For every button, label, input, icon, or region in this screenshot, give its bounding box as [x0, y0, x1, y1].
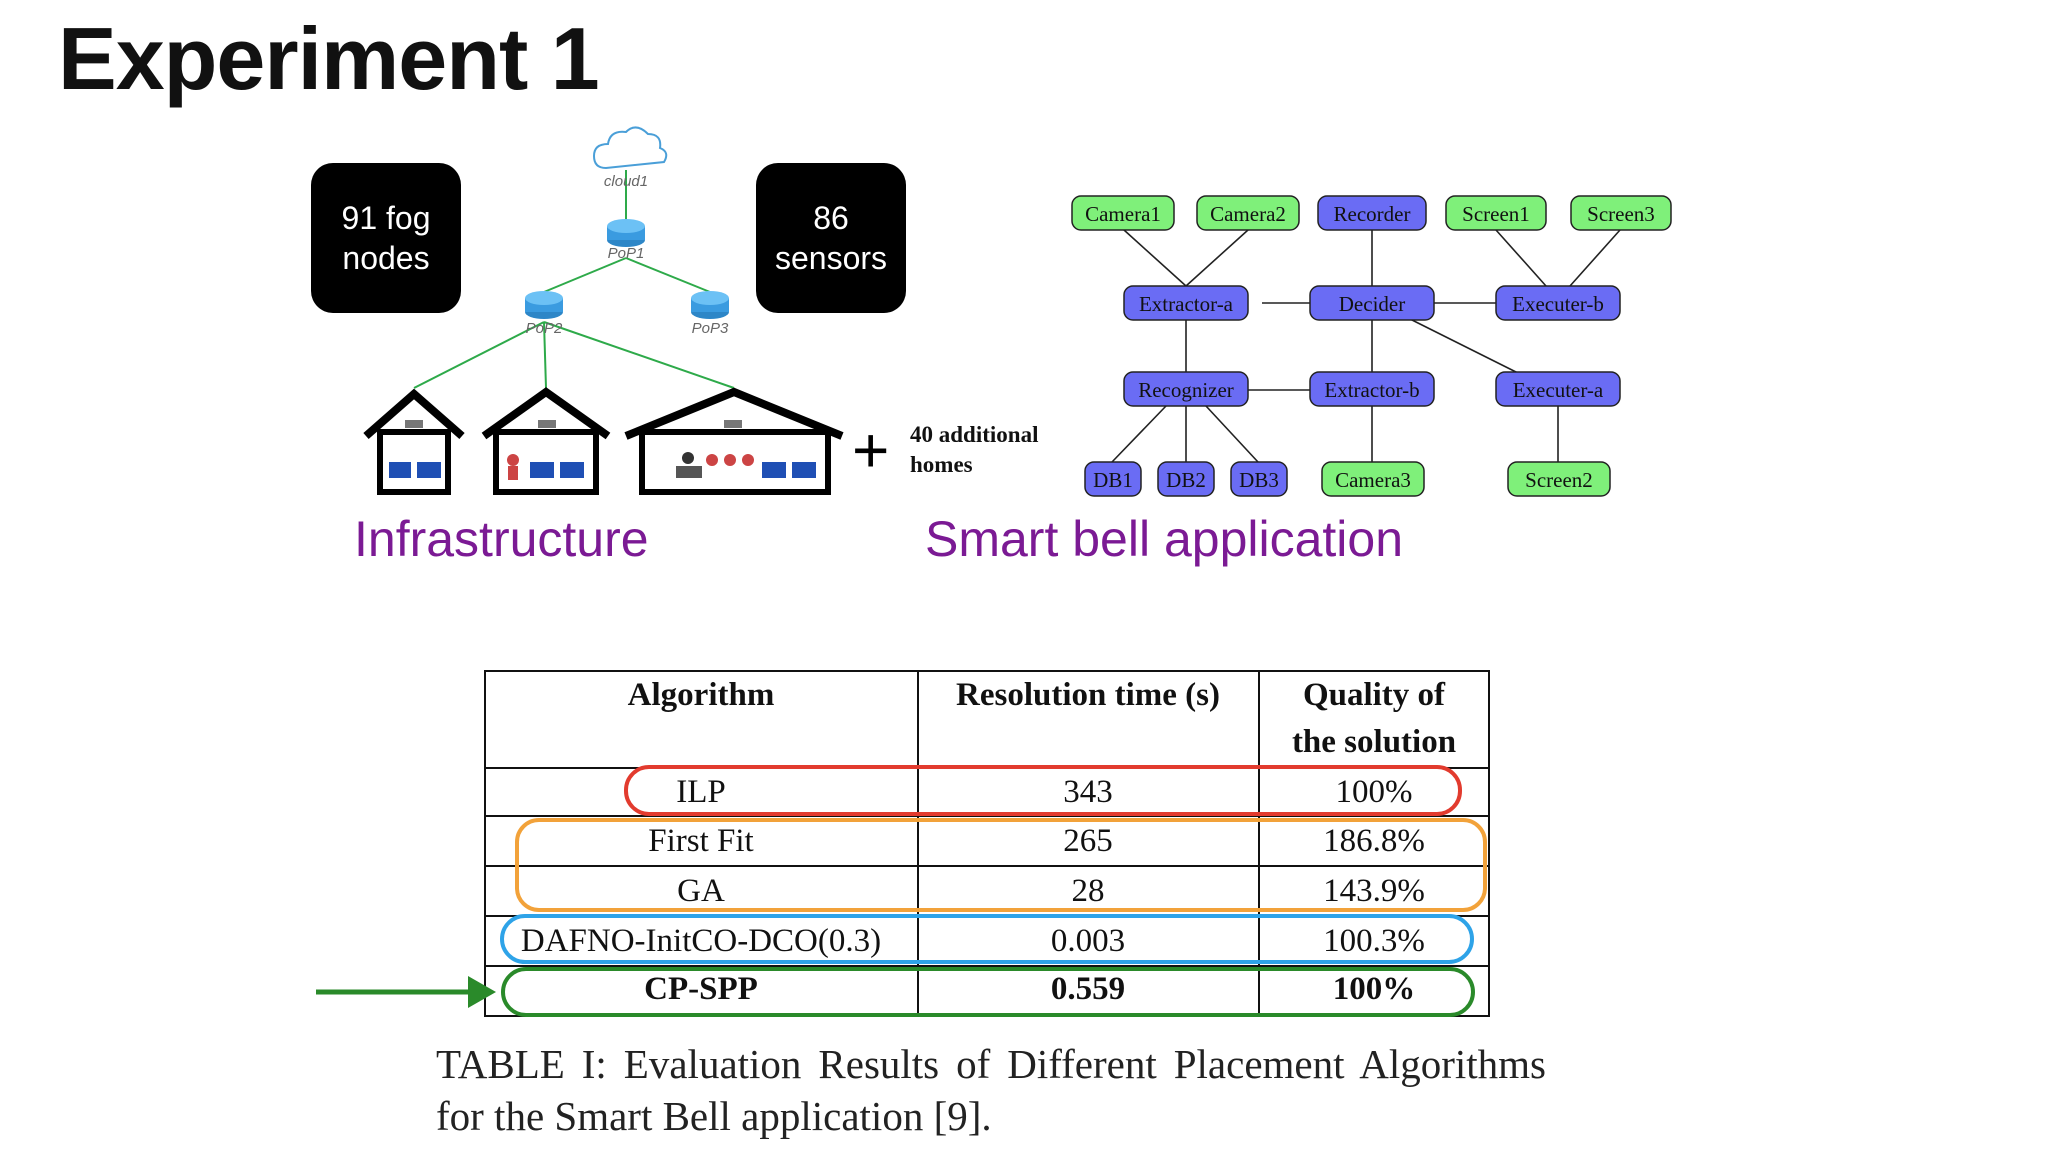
- row-dafno-algorithm: DAFNO-InitCO-DCO(0.3): [521, 923, 881, 959]
- extractor-b-label: Extractor-b: [1324, 378, 1419, 402]
- executer-b-label: Executer-b: [1512, 292, 1604, 316]
- db2-label: DB2: [1166, 468, 1206, 492]
- row-ilp-time: 343: [1063, 774, 1113, 810]
- table-row: DAFNO-InitCO-DCO(0.3) 0.003 100.3%: [521, 923, 1425, 959]
- additional-homes-line1: 40 additional: [910, 422, 1039, 447]
- screen3-label: Screen3: [1587, 202, 1655, 226]
- app-node-decider: Decider: [1309, 285, 1435, 321]
- row-cpspp-algorithm: CP-SPP: [644, 971, 758, 1007]
- camera2-label: Camera2: [1210, 202, 1286, 226]
- header-quality-1: Quality of: [1303, 677, 1446, 713]
- db1-label: DB1: [1093, 468, 1133, 492]
- screen2-label: Screen2: [1525, 468, 1593, 492]
- cpspp-highlight: [501, 967, 1475, 1017]
- recorder-label: Recorder: [1334, 202, 1411, 226]
- header-algorithm: Algorithm: [628, 677, 775, 713]
- network-links: [413, 170, 735, 389]
- pop3-label: PoP3: [692, 320, 729, 337]
- app-edges: [1111, 229, 1621, 463]
- app-node-camera1: Camera1: [1071, 195, 1175, 231]
- row-ilp-quality: 100%: [1336, 774, 1413, 810]
- app-node-screen1: Screen1: [1445, 195, 1547, 231]
- app-node-screen3: Screen3: [1570, 195, 1672, 231]
- app-node-extractor-b: Extractor-b: [1309, 371, 1435, 407]
- table-caption: TABLE I: Evaluation Results of Different…: [436, 1041, 1546, 1139]
- db3-label: DB3: [1239, 468, 1279, 492]
- row-cpspp-quality: 100%: [1333, 971, 1416, 1007]
- fog-nodes-text: nodes: [342, 240, 430, 276]
- home-icon: [363, 388, 465, 495]
- pointer-arrow-icon: [316, 976, 496, 1008]
- header-quality-2: the solution: [1292, 724, 1456, 760]
- header-resolution-time: Resolution time (s): [956, 677, 1220, 713]
- app-node-recorder: Recorder: [1317, 195, 1427, 231]
- sensors-badge: 86 sensors: [756, 163, 906, 313]
- slide-title: Experiment 1: [58, 9, 600, 108]
- row-dafno-time: 0.003: [1051, 923, 1125, 959]
- pop1-label: PoP1: [608, 245, 645, 262]
- executer-a-label: Executer-a: [1513, 378, 1604, 402]
- row-firstfit-algorithm: First Fit: [648, 823, 753, 859]
- app-node-recognizer: Recognizer: [1123, 371, 1249, 407]
- decider-label: Decider: [1339, 292, 1405, 316]
- recognizer-label: Recognizer: [1138, 378, 1234, 402]
- sensors-text: sensors: [774, 240, 888, 276]
- home-devices: [389, 420, 441, 478]
- app-node-camera3: Camera3: [1321, 461, 1425, 497]
- row-cpspp-time: 0.559: [1051, 971, 1125, 1007]
- infrastructure-label: Infrastructure: [354, 511, 649, 567]
- table-row: GA 28 143.9%: [677, 873, 1425, 909]
- fog-nodes-badge: 91 fog nodes: [311, 163, 461, 313]
- pop2-label: PoP2: [526, 320, 563, 337]
- router-icon: [607, 219, 645, 247]
- sensors-count: 86: [813, 200, 849, 236]
- app-node-extractor-a: Extractor-a: [1123, 285, 1249, 321]
- screen1-label: Screen1: [1462, 202, 1530, 226]
- camera1-label: Camera1: [1085, 202, 1161, 226]
- app-node-executer-a: Executer-a: [1495, 371, 1621, 407]
- home-icon: [624, 387, 844, 495]
- home-devices: [676, 420, 816, 478]
- additional-homes-text: 40 additional homes: [910, 420, 1038, 480]
- table-row: ILP 343 100%: [676, 774, 1412, 810]
- row-ga-quality: 143.9%: [1323, 873, 1425, 909]
- app-node-db3: DB3: [1230, 461, 1288, 497]
- table-row: CP-SPP 0.559 100%: [644, 971, 1415, 1007]
- dafno-highlight: [500, 914, 1474, 964]
- home-icon: [481, 387, 611, 495]
- app-node-camera2: Camera2: [1196, 195, 1300, 231]
- row-firstfit-quality: 186.8%: [1323, 823, 1425, 859]
- cloud-icon: [592, 126, 668, 170]
- additional-homes-line2: homes: [910, 452, 973, 477]
- extractor-a-label: Extractor-a: [1139, 292, 1234, 316]
- cloud-label: cloud1: [604, 173, 648, 190]
- app-node-executer-b: Executer-b: [1495, 285, 1621, 321]
- camera3-label: Camera3: [1335, 468, 1411, 492]
- app-node-screen2: Screen2: [1507, 461, 1611, 497]
- heuristics-highlight: [515, 818, 1487, 912]
- row-ga-time: 28: [1072, 873, 1105, 909]
- row-ilp-algorithm: ILP: [676, 774, 726, 810]
- app-node-db1: DB1: [1084, 461, 1142, 497]
- table-row: First Fit 265 186.8%: [648, 823, 1425, 859]
- home-devices: [507, 420, 584, 480]
- row-ga-algorithm: GA: [677, 873, 725, 909]
- row-firstfit-time: 265: [1063, 823, 1113, 859]
- ilp-highlight: [624, 765, 1462, 816]
- row-dafno-quality: 100.3%: [1323, 923, 1425, 959]
- router-icon: [525, 291, 563, 319]
- router-icon: [691, 291, 729, 319]
- app-node-db2: DB2: [1157, 461, 1215, 497]
- smart-bell-label: Smart bell application: [925, 511, 1404, 567]
- fog-nodes-count: 91 fog: [341, 200, 431, 236]
- plus-sign: +: [852, 414, 890, 486]
